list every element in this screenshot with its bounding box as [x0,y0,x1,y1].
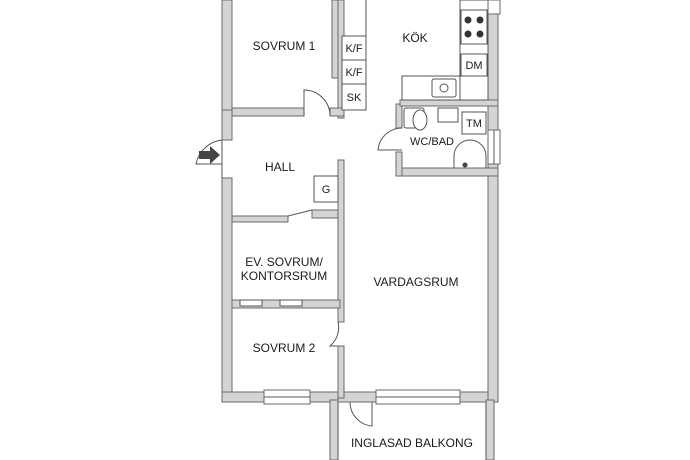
wall [331,0,339,79]
room-label-kitchen: KÖK [402,31,427,45]
wall [231,215,289,223]
wall [221,109,233,141]
stove-burner [464,16,472,24]
stove-burner [476,30,484,38]
study-door [287,209,313,217]
room-label-study-2: KONTORSRUM [241,269,327,283]
wall [337,345,345,399]
balcony-door [349,401,373,427]
room-label-balcony: INGLASAD BALKONG [351,436,473,450]
wall [221,0,233,111]
washing-machine [461,111,487,135]
wall [395,103,403,129]
wall [221,177,233,401]
closet-g [313,175,339,203]
fixture-label-dm: DM [465,60,482,72]
wall [337,159,345,323]
bathroom-door [377,127,403,151]
room-label-bedroom1: SOVRUM 1 [253,39,316,53]
living-door [328,321,340,347]
wall [399,99,499,107]
entry-door [195,139,223,165]
wardrobe [239,299,263,307]
shower-curve [453,139,487,168]
stove-burner [476,16,484,24]
shower-head [462,162,468,168]
room-label-hall: HALL [265,160,295,174]
wall [395,167,499,177]
fixture-label-sk: SK [347,92,362,104]
fixture-label-tm: TM [466,118,482,130]
stove-burner [464,30,472,38]
wall [487,171,499,403]
closet-kf1 [341,35,367,61]
balcony-wall [329,399,339,460]
stove [460,9,488,45]
entry-arrow-icon [199,146,220,164]
fixture-label-kf2: K/F [345,67,362,79]
wall [231,107,305,117]
fixture-label-kf1: K/F [345,43,362,55]
room-label-study: EV. SOVRUM/ [245,255,323,269]
sink [431,78,457,98]
closet-kf2 [341,59,367,85]
wardrobe [279,299,303,307]
window [487,0,501,15]
balcony-wall [485,399,495,460]
closet-sk [341,83,367,111]
sink-drain [439,83,449,93]
bath-cabinet [437,107,459,123]
toilet [412,109,428,131]
room-label-bedroom2: SOVRUM 2 [253,341,316,355]
bedroom1-door [303,89,331,117]
dishwasher [460,53,488,77]
wall [395,151,403,177]
wall [487,0,499,105]
room-label-living: VARDAGSRUM [373,275,458,289]
fixture-label-g: G [322,184,331,196]
room-label-wc-bath: WC/BAD [410,136,454,148]
